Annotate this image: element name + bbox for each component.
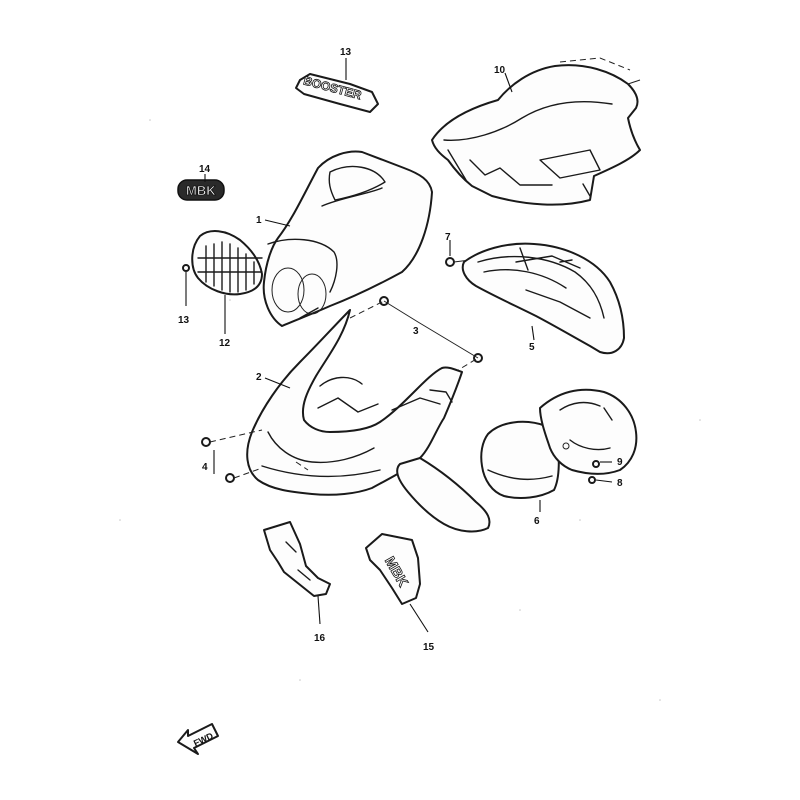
callout-13-top: 13 bbox=[340, 47, 352, 58]
callout-13-left: 13 bbox=[178, 315, 190, 326]
callout-10: 10 bbox=[494, 65, 506, 76]
part-15-mbk-decal: MBK 15 bbox=[365, 533, 435, 653]
part-5-inner-panel: 5 bbox=[461, 242, 625, 355]
part-14-mbk-badge: MBK 14 bbox=[177, 164, 225, 201]
callout-16: 16 bbox=[314, 633, 326, 644]
mbk-badge-text: MBK bbox=[186, 183, 216, 198]
part-2-front-shield: 2 bbox=[246, 309, 491, 533]
part-9-washer: 9 bbox=[592, 457, 623, 468]
part-1-headlight-cowl: 1 bbox=[256, 150, 433, 327]
callout-15: 15 bbox=[423, 642, 435, 653]
fwd-arrow: FWD bbox=[177, 723, 219, 755]
callout-7: 7 bbox=[445, 232, 451, 243]
callout-4: 4 bbox=[202, 462, 208, 473]
callout-12: 12 bbox=[219, 338, 231, 349]
callout-5: 5 bbox=[529, 342, 535, 353]
part-8-screw: 8 bbox=[588, 476, 623, 489]
part-6-inner-fender: 6 bbox=[480, 388, 638, 527]
callout-2: 2 bbox=[256, 372, 262, 383]
part-10-seat: 10 bbox=[431, 57, 641, 206]
callout-1: 1 bbox=[256, 215, 262, 226]
part-16-side-decal: 16 bbox=[263, 521, 331, 644]
callout-14: 14 bbox=[199, 164, 211, 175]
part-3-screws: 3 bbox=[349, 296, 483, 379]
part-12-front-grille: 12 bbox=[191, 230, 263, 349]
callout-6: 6 bbox=[534, 516, 540, 527]
part-4-screws: 4 bbox=[201, 429, 263, 483]
part-13-booster-decal: BOOSTER 13 bbox=[295, 47, 379, 113]
callout-9: 9 bbox=[617, 457, 623, 468]
callout-3: 3 bbox=[413, 326, 419, 337]
part-13-screw: 13 bbox=[178, 264, 190, 326]
callout-8: 8 bbox=[617, 478, 623, 489]
